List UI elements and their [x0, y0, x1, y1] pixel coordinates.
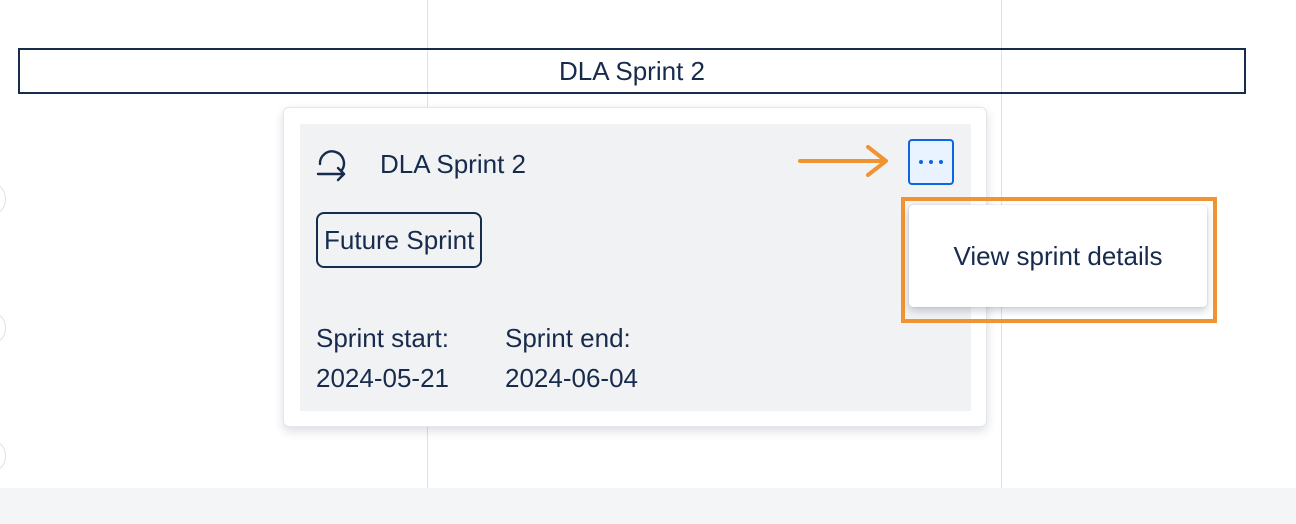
sprint-start-label: Sprint start: [316, 323, 449, 353]
row-avatar-placeholder [0, 440, 6, 472]
sprint-end-label: Sprint end: [505, 323, 631, 353]
more-actions-dropdown: View sprint details [909, 205, 1207, 307]
sprint-popup-card: DLA Sprint 2 Future Sprint Sprint start:… [283, 107, 987, 427]
row-avatar-placeholder [0, 312, 6, 344]
sprint-start-date: 2024-05-21 [316, 363, 449, 393]
annotation-highlight-frame [901, 197, 1217, 323]
sprint-end-date: 2024-06-04 [505, 363, 638, 393]
more-horizontal-icon [929, 160, 933, 164]
sprint-bar-label: DLA Sprint 2 [559, 55, 705, 86]
timeline-footer-band [0, 488, 1296, 524]
row-avatar-placeholder [0, 183, 6, 215]
sprint-status-label: Future Sprint [324, 224, 475, 255]
sprint-start-group: Sprint start: 2024-05-21 [316, 318, 449, 398]
sprint-cycle-icon [316, 150, 346, 182]
menu-item-view-sprint-details[interactable]: View sprint details [953, 240, 1163, 271]
more-horizontal-icon [939, 160, 943, 164]
sprint-title: DLA Sprint 2 [380, 149, 526, 179]
sprint-status-badge: Future Sprint [316, 212, 483, 268]
sprint-timeline-bar[interactable]: DLA Sprint 2 [18, 48, 1246, 94]
sprint-popup-content: DLA Sprint 2 Future Sprint Sprint start:… [300, 124, 971, 411]
sprint-end-group: Sprint end: 2024-06-04 [505, 318, 638, 398]
more-horizontal-icon [919, 160, 923, 164]
annotation-arrow-icon [798, 145, 888, 177]
more-actions-button[interactable] [908, 139, 954, 185]
